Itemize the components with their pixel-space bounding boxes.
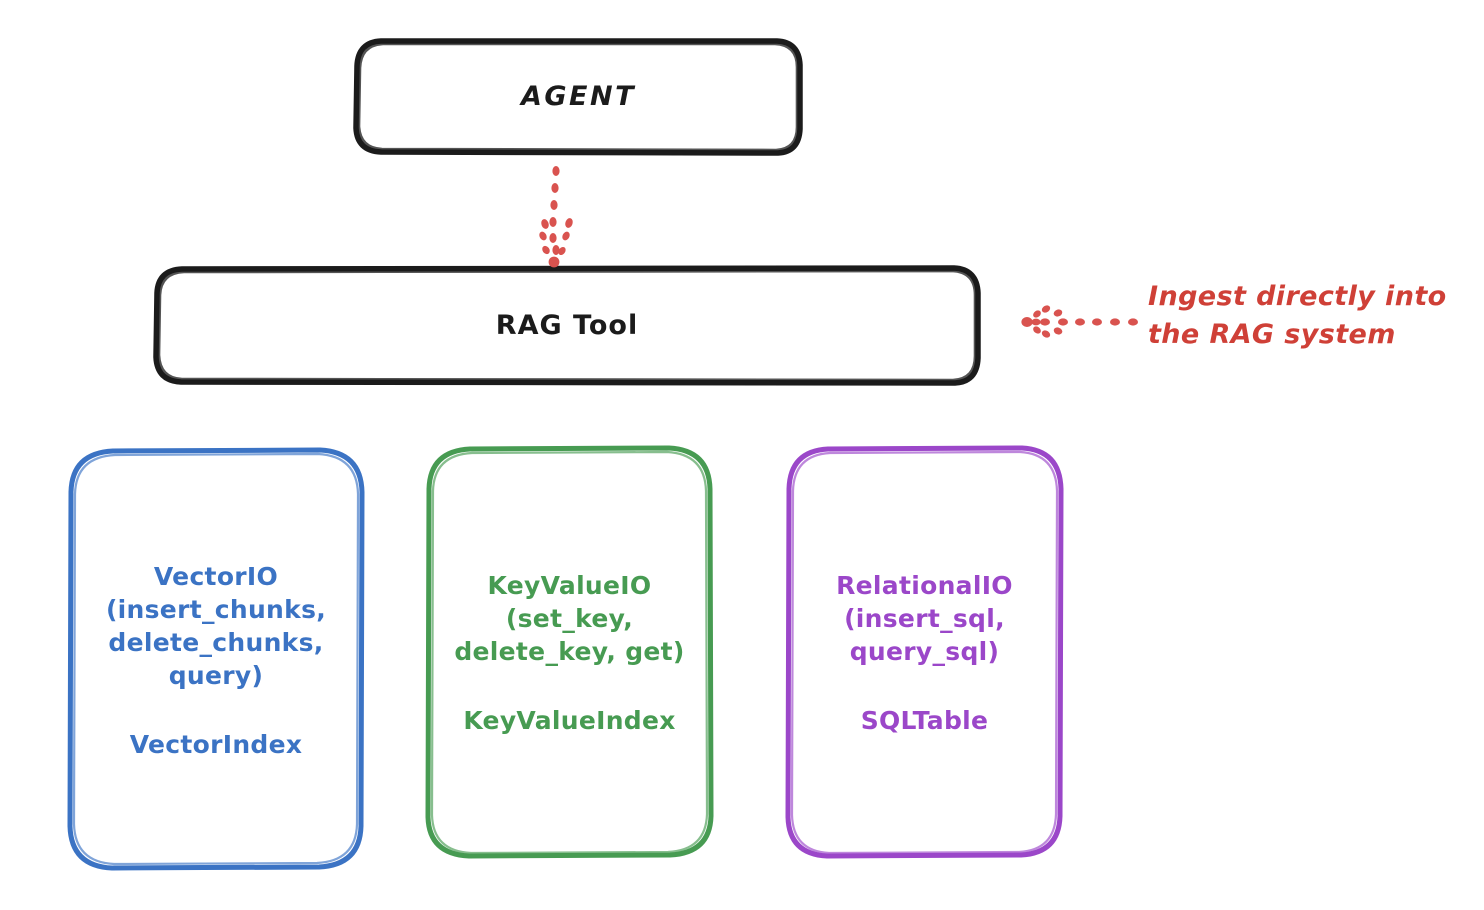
keyvalue-io-api-label: KeyValueIO (set_key, delete_key, get) xyxy=(454,570,685,666)
vector-index-label: VectorIndex xyxy=(129,729,303,759)
agent-box-outline xyxy=(353,38,803,156)
keyvalue-box-outline xyxy=(425,445,714,859)
keyvalue-io-box[interactable]: KeyValueIO (set_key, delete_key, get) Ke… xyxy=(428,448,711,855)
keyvalue-index-label: KeyValueIndex xyxy=(463,705,676,735)
sql-table-label: SQLTable xyxy=(860,705,989,735)
rag-tool-box[interactable]: RAG Tool xyxy=(156,268,978,383)
rag-tool-box-outline xyxy=(153,265,981,386)
relational-box-outline xyxy=(785,445,1064,859)
vector-io-box[interactable]: VectorIO (insert_chunks, delete_chunks, … xyxy=(70,450,362,868)
vector-io-api-label: VectorIO (insert_chunks, delete_chunks, … xyxy=(105,561,327,690)
agent-to-rag-dotted-arrow-icon xyxy=(539,166,573,268)
agent-label: AGENT xyxy=(520,81,636,112)
vector-box-outline xyxy=(67,447,365,871)
ingest-to-rag-dotted-arrow-icon xyxy=(1021,305,1138,338)
relational-io-api-label: RelationalIO (insert_sql, query_sql) xyxy=(836,570,1013,666)
agent-box[interactable]: AGENT xyxy=(357,40,800,153)
rag-tool-label: RAG Tool xyxy=(495,310,639,341)
relational-io-box[interactable]: RelationalIO (insert_sql, query_sql) SQL… xyxy=(788,448,1061,855)
ingest-annotation-text: Ingest directly into the RAG system xyxy=(1148,281,1447,351)
